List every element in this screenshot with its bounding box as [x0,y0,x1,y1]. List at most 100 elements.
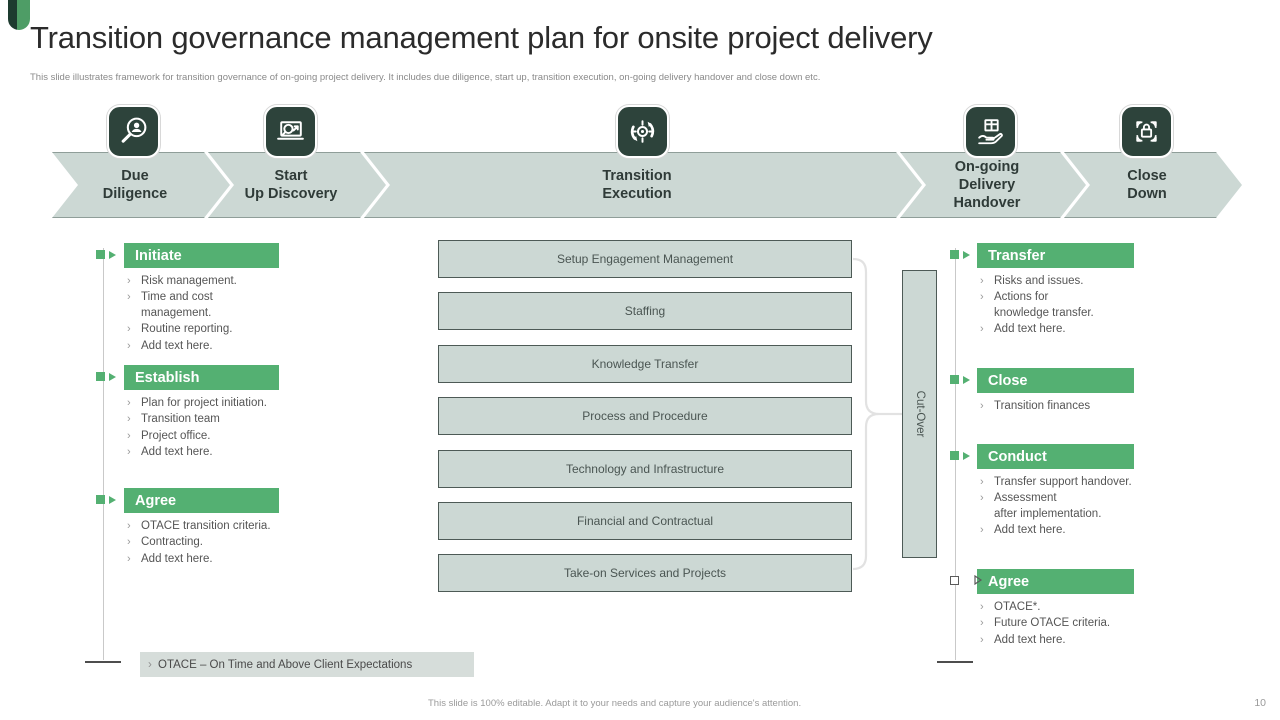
list-item: ›Time and cost management. [124,290,279,322]
list-item: ›OTACE*. [977,600,1134,616]
process-step-label-line: On-going [954,158,1020,175]
marker-square-icon [950,375,959,384]
execution-box-4[interactable]: Process and Procedure [438,397,852,435]
list-item: ›Plan for project initiation. [124,396,279,412]
left-group-initiate: Initiate ›Risk management.›Time and cost … [124,243,279,355]
marker-arrow-icon [963,250,970,259]
execution-box-1[interactable]: Setup Engagement Management [438,240,852,278]
right-group-close: Close › Transition finances [977,368,1134,415]
list-item: ›Risk management. [124,274,279,290]
marker-arrow-icon [963,451,970,460]
left-group-list: ›Risk management.›Time and cost manageme… [124,274,279,354]
marker-square-icon [950,451,959,460]
left-group-title[interactable]: Agree [124,488,279,513]
left-group-title[interactable]: Initiate [124,243,279,268]
list-item: ›Routine reporting. [124,322,279,338]
list-item-text: Transition finances [994,400,1091,412]
process-step-label-line: Down [1127,186,1167,202]
right-group-title[interactable]: Transfer [977,243,1134,268]
list-item-text: Routine reporting. [141,323,233,336]
left-guide-line-end [85,661,121,663]
footnote-text: OTACE – On Time and Above Client Expecta… [158,658,413,671]
list-item-text: Contracting. [141,536,204,549]
execution-box-3[interactable]: Knowledge Transfer [438,345,852,383]
list-item: ›Add text here. [977,322,1134,338]
right-group-marker [950,575,983,586]
page-number: 10 [1254,697,1266,709]
page-title: Transition governance management plan fo… [30,20,933,55]
bullet-chevron-icon: › [980,291,984,304]
cutover-label: Cut-Over [913,390,926,438]
bullet-chevron-icon: › [980,275,984,287]
execution-box-2[interactable]: Staffing [438,292,852,330]
bullet-chevron-icon: › [127,520,131,532]
bullet-chevron-icon: › [127,536,131,549]
bullet-chevron-icon: › [127,413,131,426]
list-item: ›Project office. [124,429,279,445]
marker-square-icon [96,495,105,504]
process-step-label-line: Due [121,167,149,184]
execution-box-5[interactable]: Technology and Infrastructure [438,450,852,488]
lock-cycle-icon [1120,105,1173,158]
hand-package-icon [964,105,1017,158]
right-guide-line-end [937,661,973,663]
list-item: › OTACE transition criteria. [124,519,279,535]
right-group-list: ›OTACE*.›Future OTACE criteria.›Add text… [977,600,1134,648]
right-group-marker [950,451,972,461]
marker-arrow-icon [109,372,116,381]
list-item: › Transition finances [977,399,1134,415]
bullet-chevron-icon: › [980,524,984,537]
execution-box-7[interactable]: Take-on Services and Projects [438,554,852,592]
bullet-chevron-icon: › [127,397,131,409]
left-group-establish: Establish›Plan for project initiation.›T… [124,365,279,461]
marker-arrow-icon [963,375,970,384]
list-item: ›Future OTACE criteria. [977,616,1134,632]
list-item: › Add text here. [124,339,279,355]
right-group-title[interactable]: Close [977,368,1134,393]
right-group-marker [950,250,972,260]
marker-square-icon [96,250,105,259]
cutover-brace-connector [852,257,902,571]
list-item: ›Add text here. [977,633,1134,649]
marker-arrow-icon [109,250,116,259]
process-step-label-line: Execution [602,186,672,202]
execution-box-6[interactable]: Financial and Contractual [438,502,852,540]
bullet-chevron-icon: › [127,445,131,458]
list-item-text: Add text here. [141,445,213,458]
right-group-list: › Transition finances [977,399,1134,415]
process-step-label-line: Diligence [102,186,168,202]
bullet-chevron-icon: › [980,400,984,412]
list-item: › Contracting. [124,535,279,551]
right-group-title[interactable]: Conduct [977,444,1134,469]
page-subtitle: This slide illustrates framework for tra… [30,72,821,83]
right-group-title[interactable]: Agree [977,569,1134,594]
bullet-chevron-icon: › [980,476,984,488]
bullet-chevron-icon: › [127,339,131,352]
right-group-marker [950,375,972,385]
bullet-chevron-icon: › [980,601,984,613]
list-item-text: Transition team [141,413,220,426]
left-guide-line [103,248,104,660]
list-item-text: OTACE transition criteria. [141,520,271,532]
left-group-list: › OTACE transition criteria. › Contracting.… [124,519,279,567]
footer-note: This slide is 100% editable. Adapt it to… [428,698,802,709]
left-group-list: ›Plan for project initiation.›Transition… [124,396,279,461]
list-item-text: Add text here. [141,339,213,352]
presentation-search-icon [264,105,317,158]
bullet-chevron-icon: › [127,275,131,287]
magnifier-person-icon [107,105,160,158]
right-group-conduct: Conduct ›Transfer support handover.›Asses… [977,444,1134,540]
left-group-title[interactable]: Establish [124,365,279,390]
